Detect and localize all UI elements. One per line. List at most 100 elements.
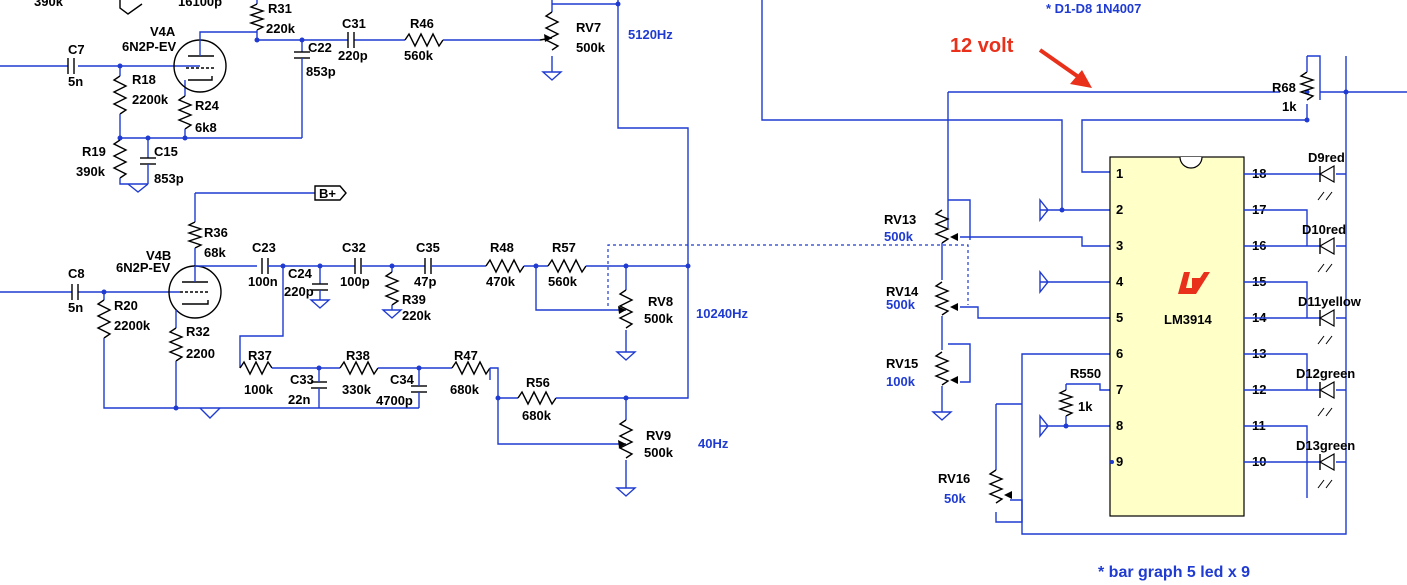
d13-label: D13green (1296, 438, 1355, 453)
r24-label: R24 (195, 98, 220, 113)
r19-label: R19 (82, 144, 106, 159)
led-ray (1317, 479, 1325, 489)
r32-value: 2200 (186, 346, 215, 361)
r31-label: R31 (268, 1, 292, 16)
r46-value: 560k (404, 48, 434, 63)
c15-value: 853p (154, 171, 184, 186)
r550-value: 1k (1078, 399, 1093, 414)
top-cut-label-2: 390k (34, 0, 64, 9)
rv15-label: RV15 (886, 356, 918, 371)
r57-value: 560k (548, 274, 578, 289)
r20-value: 2200k (114, 318, 151, 333)
r47-value: 680k (450, 382, 480, 397)
rv9-label: RV9 (646, 428, 671, 443)
ic-pin-left: 7 (1116, 382, 1123, 397)
r37-label: R37 (248, 348, 272, 363)
c35-value: 47p (414, 274, 436, 289)
rv7-value: 500k (576, 40, 606, 55)
r47-label: R47 (454, 348, 478, 363)
c33-value: 22n (288, 392, 310, 407)
led-ray (1317, 407, 1325, 417)
rv8-value: 500k (644, 311, 674, 326)
rv7-label: RV7 (576, 20, 601, 35)
r20-label: R20 (114, 298, 138, 313)
r37-value: 100k (244, 382, 274, 397)
freq-40: 40Hz (698, 436, 729, 451)
c7-value: 5n (68, 74, 83, 89)
r19-value: 390k (76, 164, 106, 179)
c32-value: 100p (340, 274, 370, 289)
rv9-value: 500k (644, 445, 674, 460)
r550-label: R550 (1070, 366, 1101, 381)
c8-label: C8 (68, 266, 85, 281)
r38-label: R38 (346, 348, 370, 363)
voltage-annotation: 12 volt (950, 35, 1014, 57)
led-ray (1325, 263, 1333, 273)
c33-label: C33 (290, 372, 314, 387)
r68-label: R68 (1272, 80, 1296, 95)
led-ray (1325, 335, 1333, 345)
v4b-name: V4B (146, 248, 171, 263)
d12-label: D12green (1296, 366, 1355, 381)
c22-value: 853p (306, 64, 336, 79)
freq-5120: 5120Hz (628, 27, 673, 42)
vu-section: * D1-D8 1N4007 12 volt R68 1k RV13 500k … (761, 0, 1407, 581)
rv14-label: RV14 (886, 284, 919, 299)
r48-value: 470k (486, 274, 516, 289)
ic-name: LM3914 (1164, 312, 1212, 327)
ic-pin-left: 9 (1116, 454, 1123, 469)
led-d11: D11yellow (1244, 281, 1362, 328)
lt-logo (1178, 272, 1210, 294)
d9-label: D9red (1308, 150, 1345, 165)
led-d12: D12green (1244, 353, 1355, 400)
rv15-value: 100k (886, 374, 916, 389)
led-ray (1325, 191, 1333, 201)
r24-value: 6k8 (195, 120, 217, 135)
v4a-section: C7 5n R18 2200k R19 390k C15 853p R24 6k… (0, 0, 689, 265)
c23-value: 100n (248, 274, 278, 289)
r56-value: 680k (522, 408, 552, 423)
c34-label: C34 (390, 372, 415, 387)
d10-label: D10red (1302, 222, 1346, 237)
led-d13: D13green (1244, 425, 1355, 472)
led-d10: D10red (1244, 209, 1346, 256)
led-ray (1325, 479, 1333, 489)
c8-value: 5n (68, 300, 83, 315)
r68-value: 1k (1282, 99, 1297, 114)
c24-value: 220p (284, 284, 314, 299)
v4a-name: V4A (150, 24, 176, 39)
c15-label: C15 (154, 144, 178, 159)
top-cut-label: 16100p (178, 0, 222, 9)
led-light-rays (1317, 191, 1333, 489)
led-ray (1317, 263, 1325, 273)
v4b-section: B+ R36 68k C8 5n R20 2200k V4B 6N2P-EV (0, 185, 969, 497)
rv14-value: 500k (886, 297, 916, 312)
r48-label: R48 (490, 240, 514, 255)
c31-value: 220p (338, 48, 368, 63)
rv16-value: 50k (944, 491, 966, 506)
c22-label: C22 (308, 40, 332, 55)
c24-label: C24 (288, 266, 313, 281)
r57-label: R57 (552, 240, 576, 255)
freq-10240: 10240Hz (696, 306, 749, 321)
v4b-type: 6N2P-EV (116, 260, 171, 275)
r36-label: R36 (204, 225, 228, 240)
bargraph-note: * bar graph 5 led x 9 (1098, 564, 1250, 581)
ic-pin-left: 2 (1116, 202, 1123, 217)
c32-label: C32 (342, 240, 366, 255)
ic-pin-left: 4 (1116, 274, 1124, 289)
r32-label: R32 (186, 324, 210, 339)
v4a-type: 6N2P-EV (122, 39, 177, 54)
led-ray (1317, 335, 1325, 345)
rv13-value: 500k (884, 229, 914, 244)
r31-value: 220k (266, 21, 296, 36)
r36-value: 68k (204, 245, 226, 260)
r18-value: 2200k (132, 92, 169, 107)
led-ray (1317, 191, 1325, 201)
r46-label: R46 (410, 16, 434, 31)
r18-label: R18 (132, 72, 156, 87)
c7-label: C7 (68, 42, 85, 57)
